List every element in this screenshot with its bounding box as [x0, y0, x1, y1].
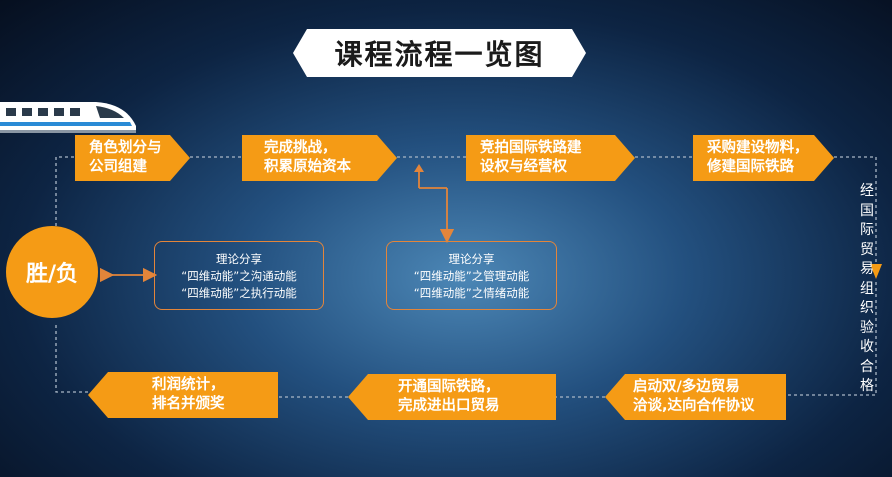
step-complete-challenge: 完成挑战， 积累原始资本 — [242, 135, 397, 181]
step-trade-negotiation: 启动双/多边贸易洽谈,达向合作协议 — [605, 374, 786, 420]
step-line: 设权与经营权 — [480, 159, 567, 175]
share-heading: 理论分享 — [216, 252, 262, 266]
step-bid-railway-rights: 竞拍国际铁路建设权与经营权 — [466, 135, 635, 181]
step-line: 完成挑战， — [264, 140, 337, 156]
step-line: 竞拍国际铁路建 — [480, 140, 582, 156]
step-role-division: 角色划分与公司组建 — [75, 135, 190, 181]
train-icon — [0, 102, 136, 133]
step-line: 启动双/多边贸易 — [633, 379, 740, 395]
acceptance-label: 经国际贸易组织验收合格 — [860, 183, 874, 394]
step-line: 利润统计， — [152, 377, 225, 393]
share-line: “四维动能”之执行动能 — [181, 286, 297, 300]
step-line: 洽谈,达向合作协议 — [633, 398, 755, 414]
theory-share-box-1: 理论分享 “四维动能”之沟通动能 “四维动能”之执行动能 — [154, 241, 324, 310]
step-line: 修建国际铁路 — [707, 159, 794, 175]
step-line: 开通国际铁路， — [398, 379, 500, 395]
share-line: “四维动能”之情绪动能 — [413, 286, 530, 300]
step-line: 完成进出口贸易 — [398, 398, 500, 414]
share-line: “四维动能”之沟通动能 — [181, 269, 297, 283]
theory-share-box-2: 理论分享 “四维动能”之管理动能 “四维动能”之情绪动能 — [386, 241, 557, 310]
down-arrow-icon — [870, 264, 882, 279]
step-line: 排名并颁奖 — [152, 396, 225, 412]
step-line: 角色划分与 — [89, 140, 162, 156]
step-profit-ranking: 利润统计， 排名并颁奖 — [88, 372, 278, 418]
result-label: 胜/负 — [25, 262, 79, 287]
step-open-railway: 开通国际铁路， 完成进出口贸易 — [348, 374, 556, 420]
step-line: 采购建设物料， — [707, 140, 809, 156]
step-build-railway: 采购建设物料， 修建国际铁路 — [693, 135, 834, 181]
share-heading: 理论分享 — [448, 252, 495, 266]
step-line: 公司组建 — [89, 159, 147, 175]
share-line: “四维动能”之管理动能 — [413, 269, 530, 283]
dashed-flow-path — [55, 156, 877, 398]
title-badge: 课程流程一览图 — [293, 29, 586, 77]
page-title: 课程流程一览图 — [334, 38, 545, 71]
result-circle: 胜/负 — [6, 226, 98, 318]
step-line: 积累原始资本 — [264, 159, 351, 175]
